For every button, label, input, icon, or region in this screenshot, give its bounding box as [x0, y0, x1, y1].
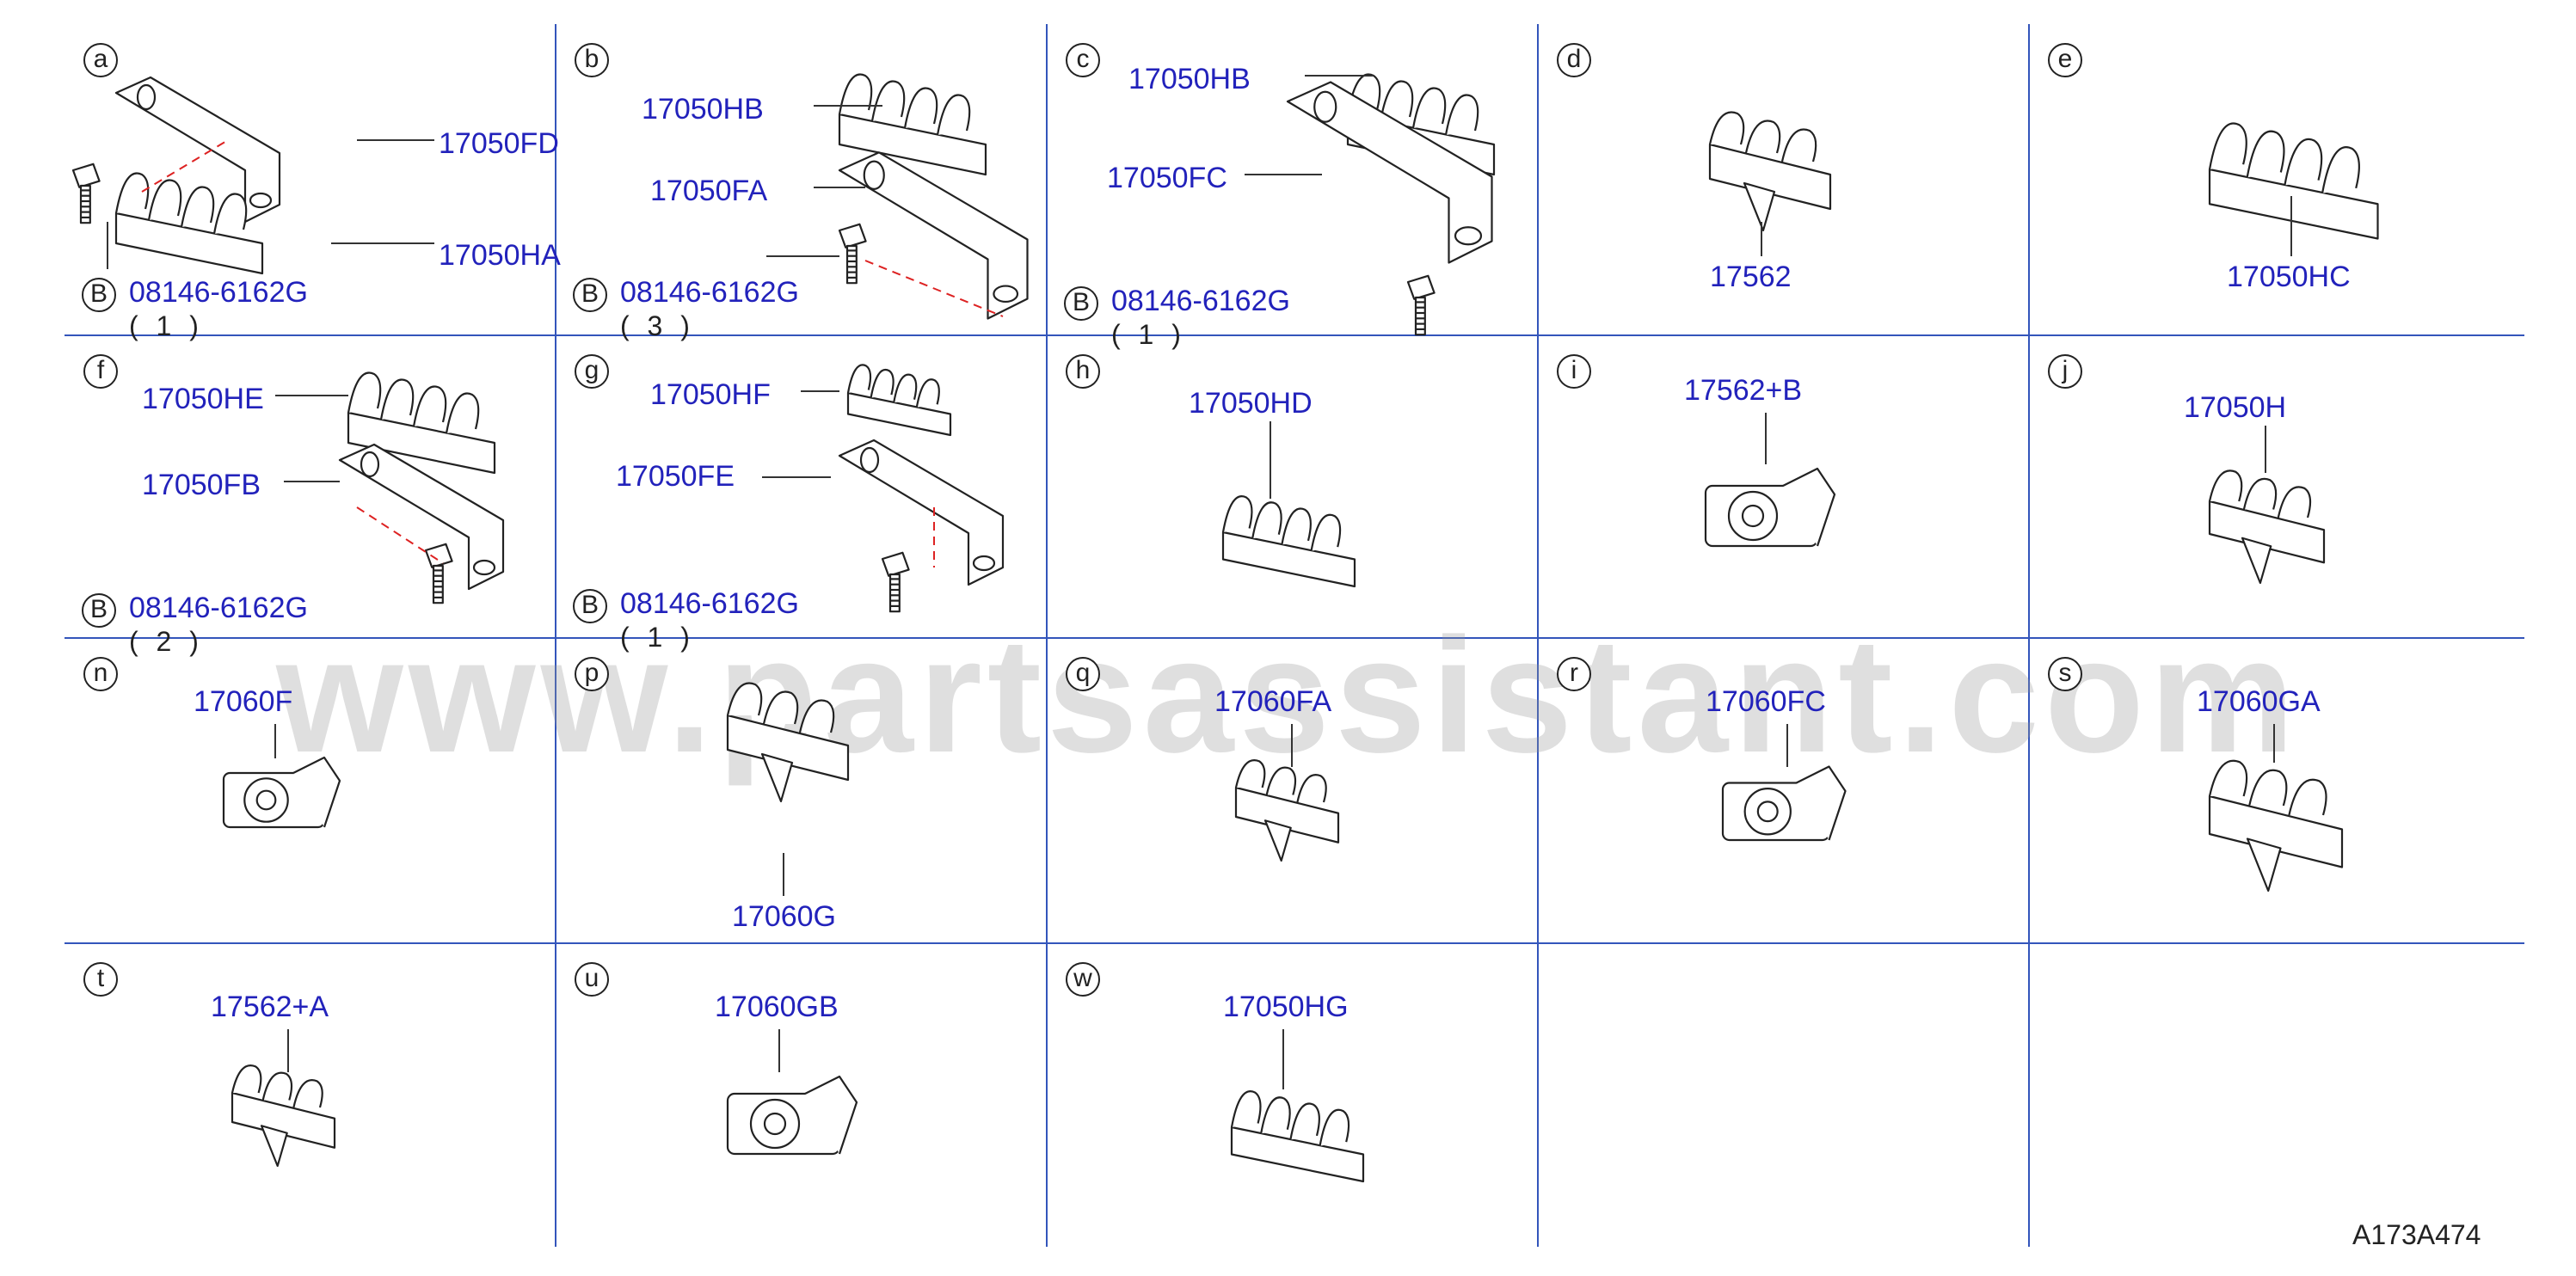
part-illustration: [1221, 421, 1356, 588]
bolt-symbol-circle: B: [82, 593, 116, 628]
part-illustration: [231, 1029, 336, 1168]
cell-letter-circle: u: [575, 962, 609, 997]
bolt-quantity: ( 1 ): [129, 310, 204, 341]
part-illustration: [1708, 111, 1832, 256]
part-number-label: 17050FA: [650, 175, 768, 207]
bolt-quantity: ( 2 ): [129, 626, 204, 657]
cell-letter-circle: s: [2048, 657, 2082, 691]
watermark-text: www.partsassistant.com: [276, 604, 2300, 787]
part-number-label: 17050HG: [1223, 991, 1349, 1023]
cell-e: e 17050HC: [2029, 24, 2520, 329]
cell-letter-circle: g: [575, 354, 609, 389]
cell-letter-circle: p: [575, 657, 609, 691]
part-illustration: [726, 682, 850, 896]
bolt-part-number: 08146-6162G: [1111, 285, 1290, 317]
part-number-label: 17050HB: [1128, 63, 1251, 95]
part-number-label: 17050H: [2184, 391, 2287, 424]
cell-a: a 17050FD 17050HA B 08146-6162G( 1 ): [65, 24, 561, 341]
cell-letter-circle: e: [2048, 43, 2082, 77]
cell-letter-circle: t: [83, 962, 118, 997]
part-number-label: 17060FA: [1214, 685, 1332, 718]
part-number-label: 17050FE: [616, 460, 735, 493]
cell-letter-circle: j: [2048, 354, 2082, 389]
part-number-label: 17060GA: [2197, 685, 2321, 718]
bolt-symbol-circle: B: [1064, 286, 1098, 321]
cell-i: i 17562+B: [1538, 335, 2029, 641]
cell-q: q 17060FA: [1047, 638, 1538, 943]
bolt-part-number: 08146-6162G: [620, 276, 799, 309]
part-number-label: 17060GB: [715, 991, 839, 1023]
bolt-quantity: ( 3 ): [620, 310, 695, 341]
bolt-part-number: 08146-6162G: [129, 592, 308, 624]
part-number-label: 17060G: [732, 900, 836, 933]
cell-h: h 17050HD: [1047, 335, 1538, 641]
cell-letter-circle: d: [1557, 43, 1591, 77]
cell-letter-circle: b: [575, 43, 609, 77]
part-illustration: [766, 73, 1029, 320]
cell-letter-circle: r: [1557, 657, 1591, 691]
part-number-label: 17050FB: [142, 469, 261, 501]
part-number-label: 17050HD: [1189, 387, 1313, 420]
cell-s: s 17060GA: [2029, 638, 2520, 943]
cell-c: c 17050HB 17050FC B 08146-6162G( 1 ): [1047, 24, 1538, 350]
part-number-label: 17060FC: [1706, 685, 1826, 718]
part-number-label: 17562: [1710, 261, 1792, 293]
part-illustration: [726, 1029, 858, 1156]
part-number-label: 17050FC: [1107, 162, 1227, 194]
cell-u: u 17060GB: [556, 943, 1047, 1248]
cell-letter-circle: i: [1557, 354, 1591, 389]
cell-t: t 17562+A: [65, 943, 556, 1248]
cell-w: w 17050HG: [1047, 943, 1538, 1248]
part-illustration: [762, 364, 1005, 613]
part-number-label: 17562+B: [1684, 374, 1803, 407]
part-number-label: 17050HF: [650, 378, 771, 411]
cell-letter-circle: f: [83, 354, 118, 389]
figure-code: A173A474: [2352, 1219, 2481, 1250]
part-illustration: [2208, 724, 2344, 893]
part-illustration: [1704, 413, 1836, 548]
cell-g: g 17050HF 17050FE B 08146-6162G( 1 ): [556, 335, 1047, 653]
part-number-label: 17050HA: [439, 239, 561, 272]
part-illustration: [1230, 1029, 1365, 1183]
part-illustration: [2208, 122, 2379, 256]
part-illustration: [2208, 426, 2326, 585]
part-illustration: [1245, 73, 1496, 336]
part-number-label: 17050HC: [2227, 261, 2351, 293]
part-number-label: 17050HE: [142, 383, 264, 415]
cell-d: d 17562: [1538, 24, 2029, 329]
cell-p: p 17060G: [556, 638, 1047, 943]
cell-letter-circle: n: [83, 657, 118, 691]
part-number-label: 17050HB: [642, 93, 764, 126]
bolt-quantity: ( 1 ): [1111, 319, 1186, 350]
part-illustration: [1721, 724, 1847, 842]
cell-r: r 17060FC: [1538, 638, 2029, 943]
part-number-label: 17060F: [194, 685, 293, 718]
cell-f: f 17050HE 17050FB B 08146-6162G( 2 ): [65, 335, 556, 657]
bolt-symbol-circle: B: [573, 278, 607, 312]
cell-letter-circle: a: [83, 43, 118, 77]
bolt-part-number: 08146-6162G: [620, 587, 799, 620]
bolt-symbol-circle: B: [82, 278, 116, 312]
cell-letter-circle: q: [1066, 657, 1100, 691]
cell-letter-circle: c: [1066, 43, 1100, 77]
bolt-symbol-circle: B: [573, 589, 607, 623]
part-illustration: [222, 724, 341, 829]
cell-n: n 17060F: [65, 638, 556, 943]
part-number-label: 17562+A: [211, 991, 329, 1023]
part-illustration: [275, 371, 505, 604]
part-illustration: [1234, 724, 1340, 862]
part-number-label: 17050FD: [439, 127, 559, 160]
bolt-quantity: ( 1 ): [620, 622, 695, 653]
cell-letter-circle: w: [1066, 962, 1100, 997]
part-illustration: [71, 76, 434, 275]
cell-b: b 17050HB 17050FA B 08146-6162G( 3 ): [556, 24, 1047, 341]
cell-j: j 17050H: [2029, 335, 2520, 641]
cell-letter-circle: h: [1066, 354, 1100, 389]
bolt-part-number: 08146-6162G: [129, 276, 308, 309]
